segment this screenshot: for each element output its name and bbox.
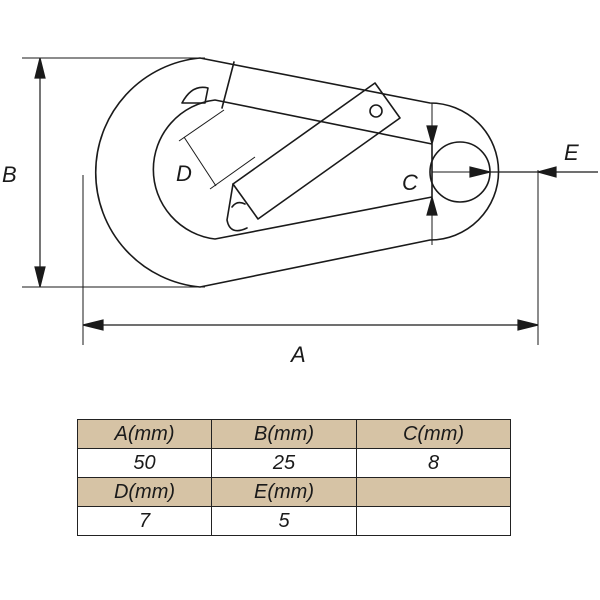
- spring-gate: [232, 82, 401, 220]
- table-header-row: A(mm)B(mm)C(mm): [77, 419, 511, 449]
- table-value-cell: [356, 506, 511, 536]
- c-arrow-right: [469, 166, 491, 178]
- d-dimension-line: [183, 136, 217, 187]
- table-header-cell: D(mm): [77, 477, 212, 507]
- gate-notch: [181, 86, 209, 104]
- table-value-cell: 5: [211, 506, 357, 536]
- c-arrow-top: [426, 125, 438, 147]
- a-arrow-right: [517, 319, 539, 331]
- table-header-cell: E(mm): [211, 477, 357, 507]
- nose-hook: [221, 61, 235, 109]
- label-a: A: [289, 342, 306, 367]
- carabiner-inner-outline: [152, 99, 433, 240]
- d-lower-leader: [209, 156, 256, 190]
- table-value-cell: 50: [77, 448, 212, 478]
- b-arrow-top: [34, 57, 46, 79]
- gate-pin: [369, 104, 383, 118]
- gate-tip-shade: [231, 201, 246, 208]
- e-arrow: [535, 166, 557, 178]
- a-arrow-left: [82, 319, 104, 331]
- d-upper-leader: [178, 109, 225, 142]
- table-header-cell: A(mm): [77, 419, 212, 449]
- label-c: C: [402, 170, 418, 195]
- label-b: B: [2, 162, 17, 187]
- table-header-cell: [356, 477, 511, 507]
- gate-tip: [226, 183, 248, 232]
- table-value-cell: 8: [356, 448, 511, 478]
- label-d: D: [176, 161, 192, 186]
- carabiner-outer-outline: [94, 57, 500, 288]
- table-header-cell: C(mm): [356, 419, 511, 449]
- table-header-row: D(mm)E(mm): [77, 477, 511, 507]
- carabiner-diagram: B D C E A: [2, 57, 598, 367]
- table-value-cell: 7: [77, 506, 212, 536]
- b-arrow-bottom: [34, 266, 46, 288]
- label-e: E: [564, 140, 579, 165]
- table-value-cell: 25: [211, 448, 357, 478]
- table-header-cell: B(mm): [211, 419, 357, 449]
- c-arrow-bottom: [426, 194, 438, 216]
